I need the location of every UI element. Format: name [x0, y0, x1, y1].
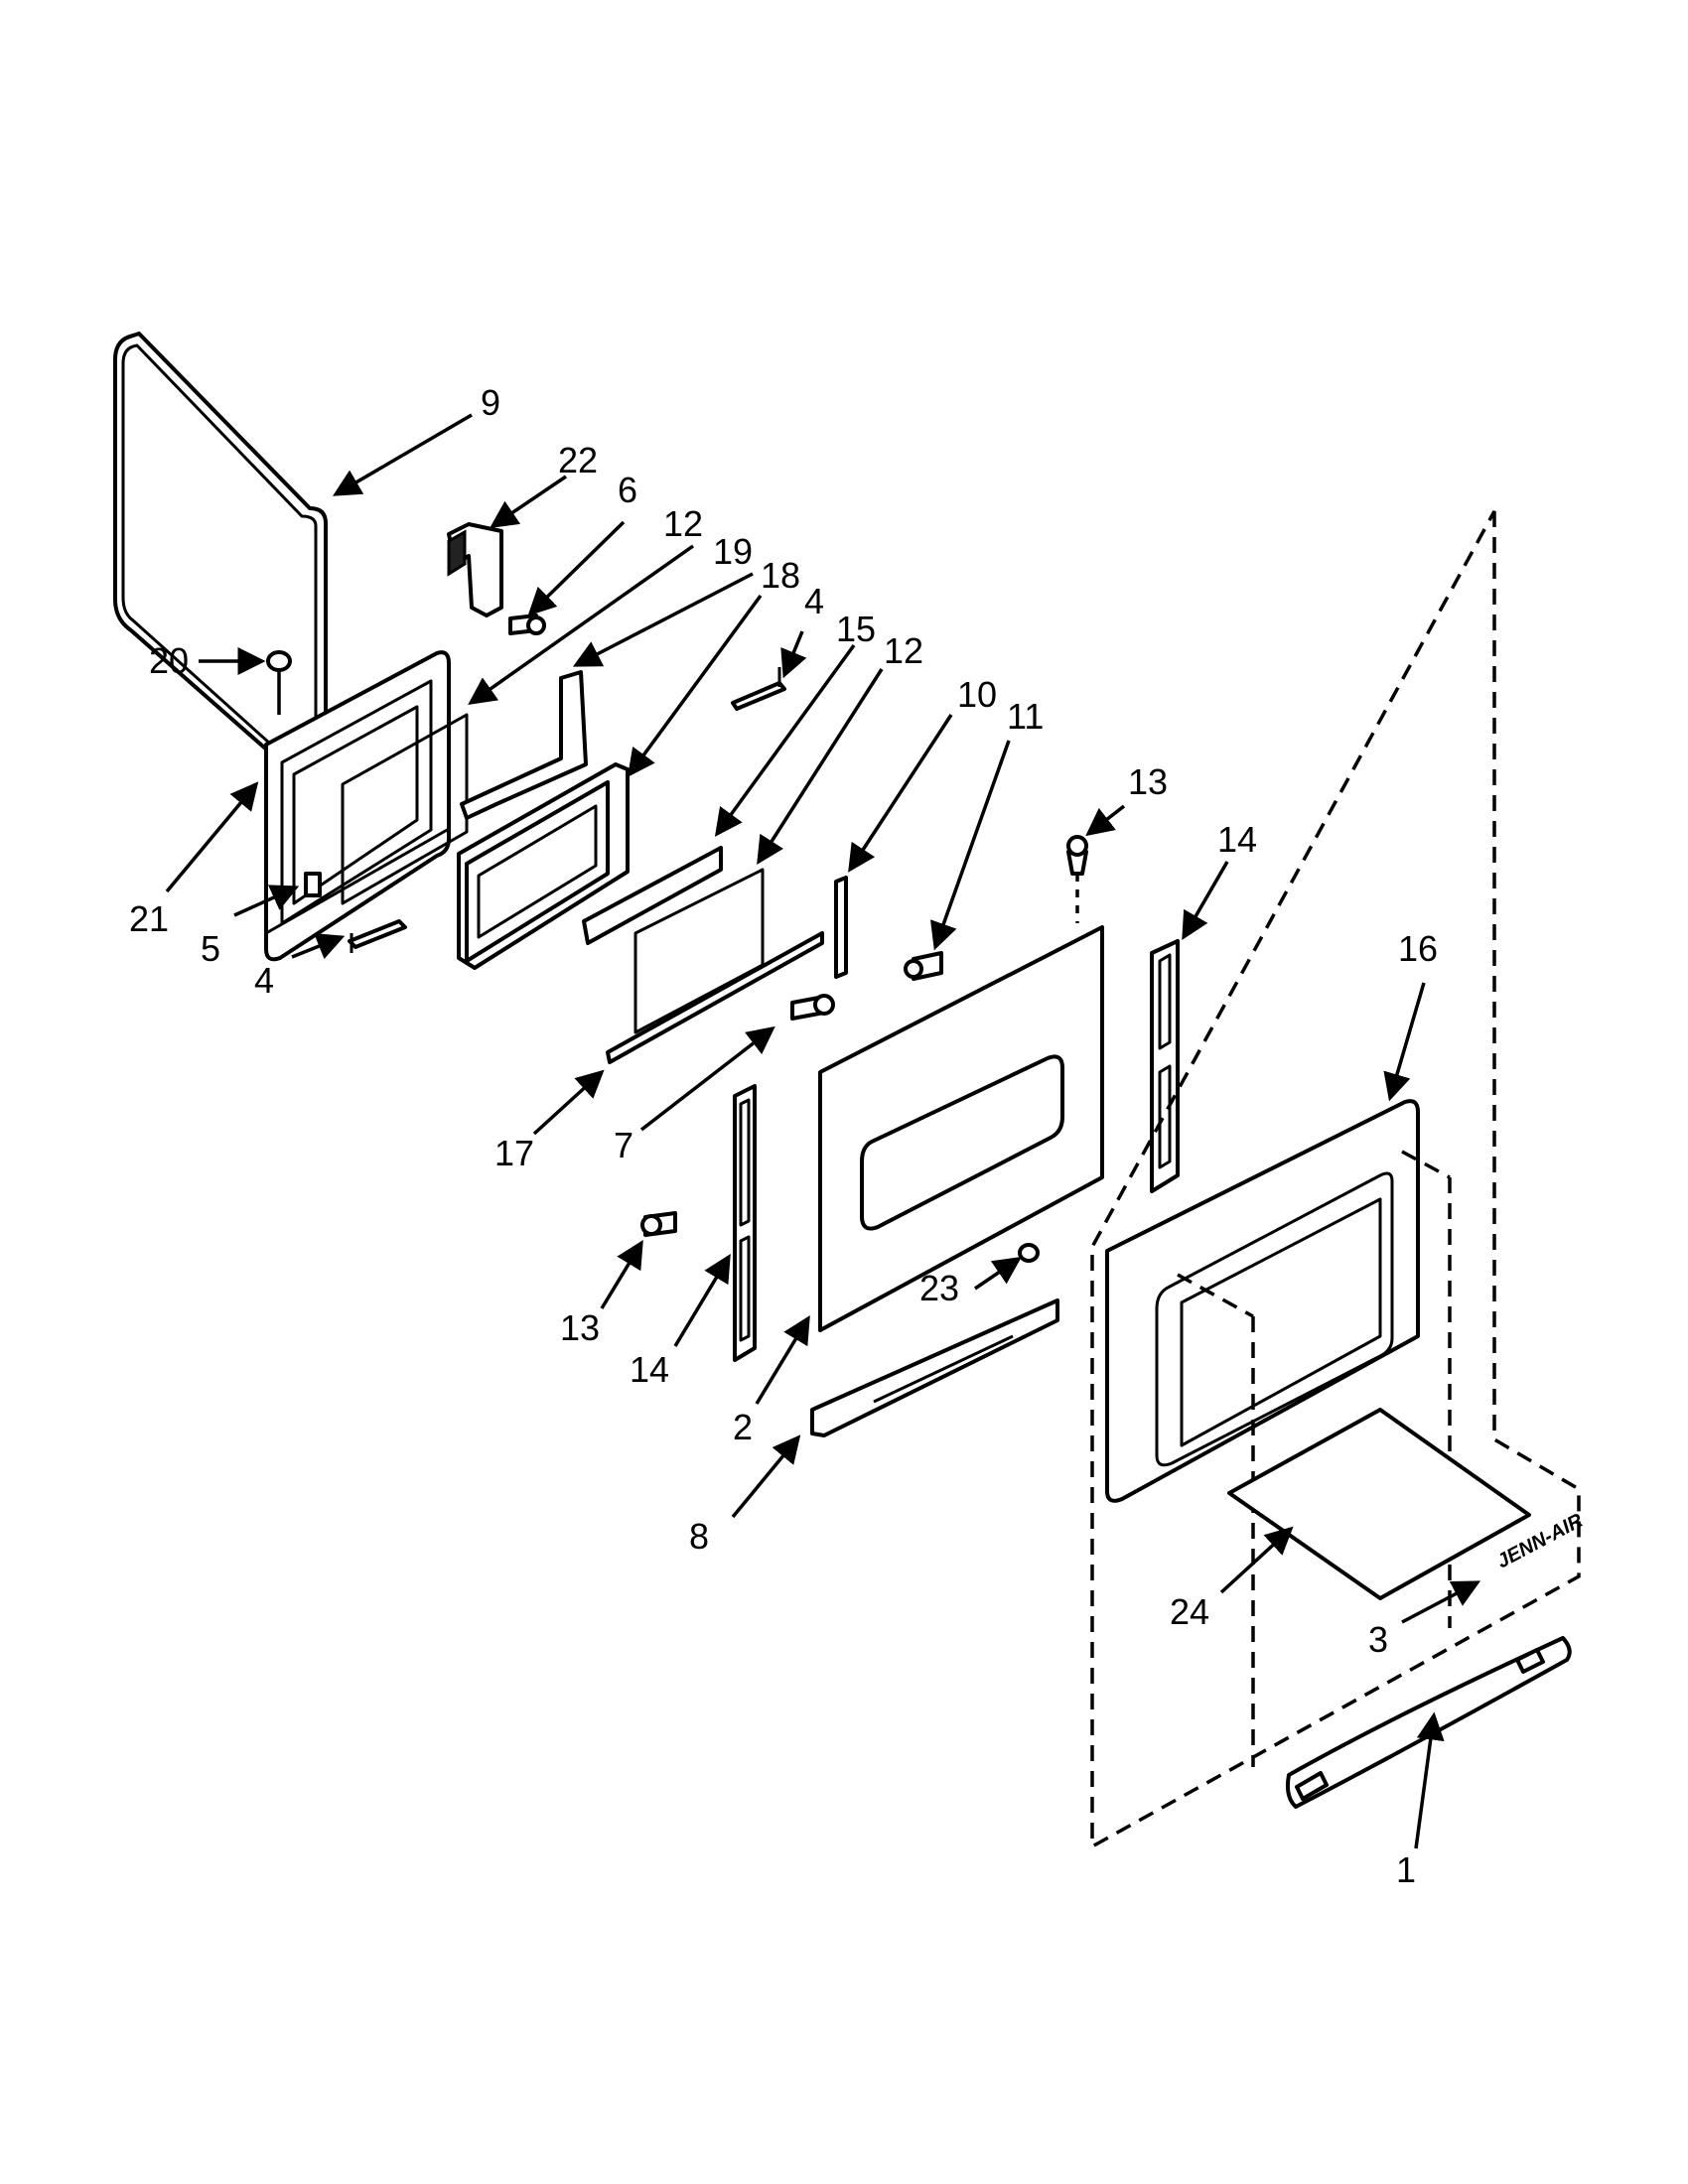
callout-12-lower: 12 [884, 630, 923, 671]
callout-11: 11 [1007, 696, 1044, 737]
part-bracket-4-upper [731, 667, 786, 711]
callout-9: 9 [481, 382, 500, 423]
part-bottom-channel [810, 1298, 1059, 1437]
callout-20: 20 [149, 640, 189, 681]
part-block-5 [304, 872, 322, 897]
part-inner-panel [457, 762, 630, 970]
part-side-strip-10 [834, 876, 848, 979]
callout-1: 1 [1396, 1849, 1416, 1890]
callout-21: 21 [129, 898, 169, 939]
part-door-handle [1285, 1636, 1572, 1809]
callout-4-upper: 4 [804, 581, 824, 621]
callout-14-lower: 14 [630, 1349, 669, 1390]
callout-10: 10 [957, 674, 997, 715]
part-glass-panel-inner [341, 713, 469, 905]
callout-5: 5 [201, 928, 220, 969]
part-side-bracket-left [733, 1084, 757, 1362]
part-shim-15 [582, 846, 723, 945]
part-side-bracket-right [1150, 939, 1180, 1193]
part-gasket-clip [266, 650, 292, 715]
part-shelf-panel-24 [1227, 1408, 1531, 1600]
callout-13-upper: 13 [1128, 761, 1168, 802]
part-inner-door-frame [264, 650, 451, 962]
part-insulation-strip [460, 670, 588, 820]
callout-12-upper: 12 [663, 503, 703, 544]
callout-23: 23 [919, 1268, 959, 1308]
callout-18: 18 [761, 555, 800, 596]
callout-6: 6 [618, 470, 637, 510]
callout-3: 3 [1368, 1619, 1388, 1660]
part-screw-6 [508, 614, 546, 635]
callout-24: 24 [1170, 1591, 1209, 1632]
callout-17: 17 [494, 1133, 534, 1173]
part-plug-23 [1018, 1243, 1040, 1263]
callout-19: 19 [713, 531, 753, 572]
callout-15: 15 [836, 609, 876, 649]
part-screw-11 [904, 951, 943, 981]
part-bracket-4-lower [348, 919, 407, 953]
part-screw-7 [790, 994, 835, 1021]
callout-2: 2 [733, 1407, 753, 1447]
callout-14-upper: 14 [1217, 819, 1257, 860]
part-screw-13-lower [640, 1211, 677, 1237]
callout-leaders [165, 413, 1481, 1849]
callout-4-lower: 4 [254, 960, 274, 1001]
part-hinge [447, 522, 503, 617]
part-lower-strip-17 [606, 931, 824, 1064]
callout-16: 16 [1398, 928, 1438, 969]
part-screw-13-upper [1066, 835, 1088, 923]
part-door-gasket [113, 332, 328, 785]
callout-labels: 9 22 6 12 19 18 4 15 12 10 11 13 14 16 2… [129, 382, 1438, 1890]
callout-7: 7 [614, 1125, 633, 1165]
part-outer-door-panel [818, 925, 1104, 1332]
callout-13-lower: 13 [560, 1307, 600, 1348]
callout-22: 22 [558, 440, 598, 480]
callout-8: 8 [689, 1516, 709, 1557]
